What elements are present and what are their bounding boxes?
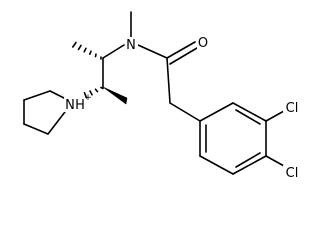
benzene-ring: [199, 102, 267, 175]
svg-text:+: +: [84, 93, 92, 103]
bond-ring-to-cl-meta: [265, 110, 285, 122]
hashed-wedge-c2-n-plus: [83, 86, 104, 99]
pyrrolidinium-nitrogen: N H +: [64, 93, 92, 113]
svg-text:H: H: [75, 98, 85, 113]
hashed-wedge-c1-methyl: [72, 41, 102, 60]
bond-n-to-c1: [102, 44, 125, 59]
carbonyl-double-bond-2: [169, 47, 198, 65]
bond-n-to-carbonyl: [137, 44, 168, 59]
bond-ch2-to-ring: [169, 102, 201, 122]
svg-text:N: N: [65, 98, 75, 113]
carbonyl-double-bond-1: [166, 41, 196, 59]
bond-carbonyl-to-ch2: [166, 57, 171, 104]
solid-wedge-c2-methyl: [102, 86, 128, 105]
chlorine-meta: Cl: [283, 100, 301, 116]
amide-nitrogen: N: [125, 37, 138, 53]
svg-text:N: N: [126, 38, 136, 53]
chlorine-para: Cl: [283, 165, 301, 181]
svg-text:Cl: Cl: [286, 101, 299, 116]
bond-ring-to-cl-para: [265, 155, 285, 167]
svg-text:Cl: Cl: [286, 166, 299, 181]
carbonyl-oxygen: O: [197, 35, 210, 51]
molecule-structure-diagram: N O N H + Cl Cl: [23, 11, 301, 181]
pyrrolidine-ring: [23, 90, 69, 135]
svg-text:O: O: [198, 36, 208, 51]
